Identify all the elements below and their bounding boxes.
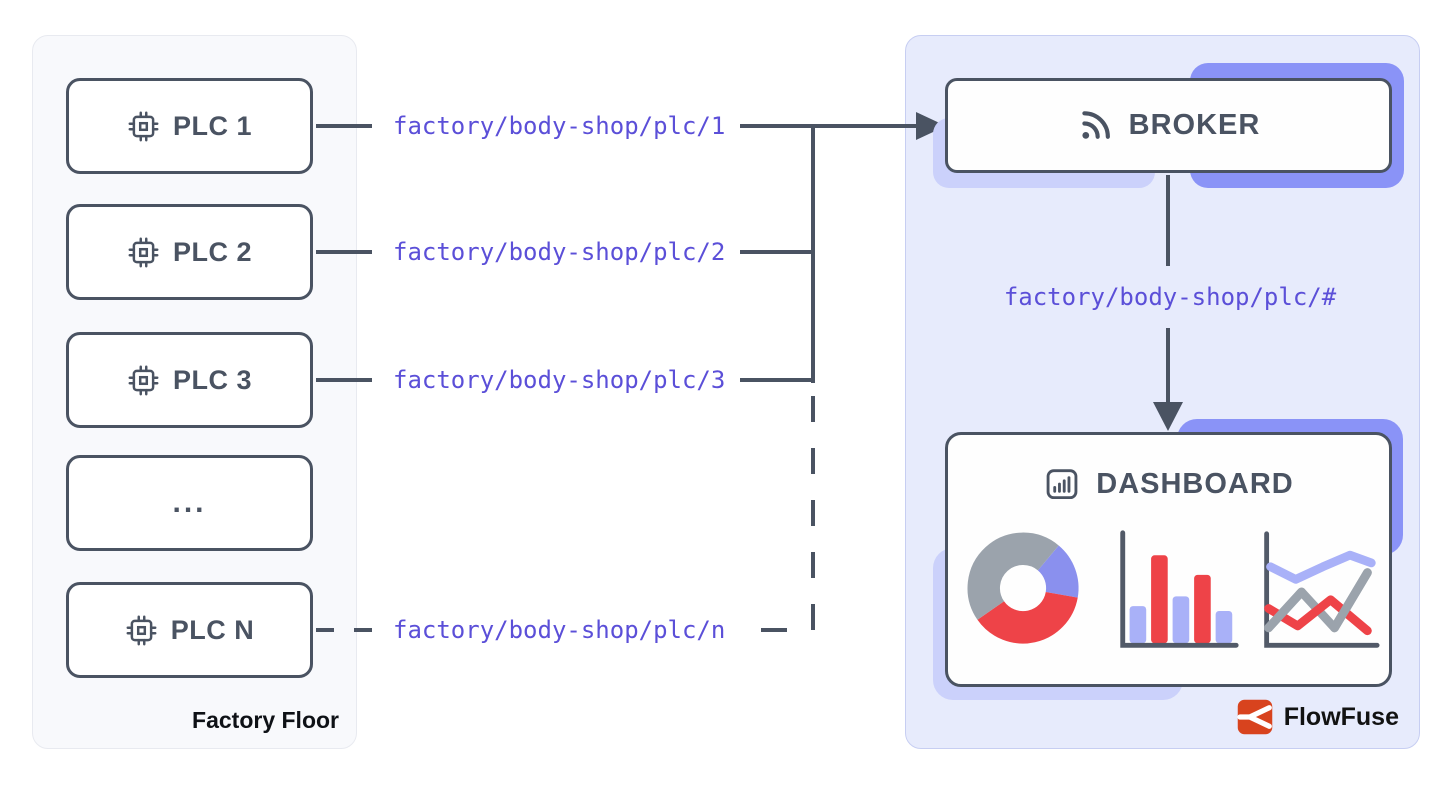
dashboard-card: DASHBOARD (945, 432, 1392, 687)
topic-plc1: factory/body-shop/plc/1 (393, 112, 726, 140)
cpu-icon (128, 237, 159, 267)
node-label: PLC 1 (172, 110, 253, 141)
flowfuse-brand: FlowFuse (1237, 699, 1399, 735)
cpu-icon (128, 111, 159, 141)
node-plcn: PLC N (66, 582, 313, 678)
rss-icon (1081, 111, 1110, 139)
topic-plc3: factory/body-shop/plc/3 (393, 366, 726, 394)
mini-bar-chart (1120, 530, 1239, 648)
node-label: PLC 2 (172, 236, 253, 267)
node-plc3: PLC 3 (66, 332, 313, 428)
broker-card: BROKER (945, 78, 1392, 173)
donut-chart (967, 532, 1079, 644)
flowfuse-logo-icon (1237, 699, 1272, 735)
dashboard-title-row: DASHBOARD (948, 465, 1389, 503)
node-plc1: PLC 1 (66, 78, 313, 174)
topic-plc2: factory/body-shop/plc/2 (393, 238, 726, 266)
dashboard-title: DASHBOARD (1096, 467, 1294, 500)
node-ellipsis: ... (66, 455, 313, 551)
cpu-icon (126, 615, 157, 645)
trunk-line-dashed (745, 396, 815, 632)
topic-plcn: factory/body-shop/plc/n (393, 616, 726, 644)
broker-title: BROKER (1128, 109, 1261, 141)
node-plc2: PLC 2 (66, 204, 313, 300)
node-label: PLC N (170, 614, 255, 645)
bar-chart-icon (1046, 469, 1078, 500)
node-label: ... (172, 486, 207, 519)
node-label: PLC 3 (172, 364, 253, 395)
cpu-icon (128, 365, 159, 395)
factory-floor-label: Factory Floor (192, 707, 339, 733)
topic-wildcard: factory/body-shop/plc/# (1003, 283, 1337, 311)
flowfuse-brand-name: FlowFuse (1283, 702, 1399, 731)
mini-line-chart (1264, 531, 1380, 648)
